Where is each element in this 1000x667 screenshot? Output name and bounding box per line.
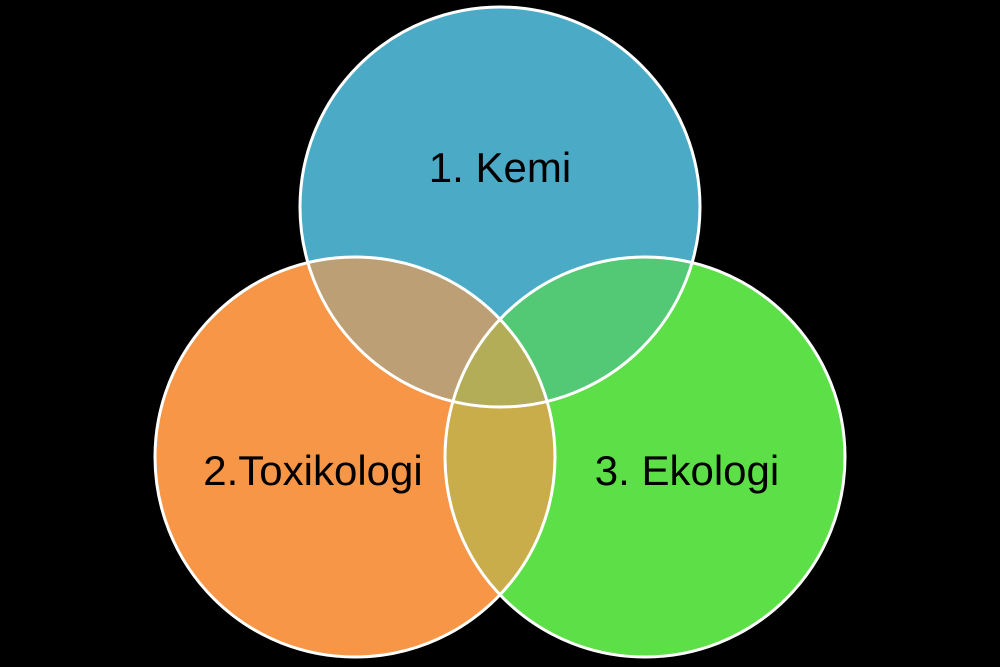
outline-ekologi xyxy=(443,255,847,659)
label-toxikologi: 2.Toxikologi xyxy=(203,447,422,494)
overlap-kemi-toxikologi xyxy=(300,257,555,407)
overlap-kemi-ekologi xyxy=(445,257,700,407)
outline-kemi xyxy=(298,5,702,409)
outline-toxikologi xyxy=(153,255,557,659)
label-kemi: 1. Kemi xyxy=(429,144,571,191)
label-ekologi: 3. Ekologi xyxy=(595,447,779,494)
